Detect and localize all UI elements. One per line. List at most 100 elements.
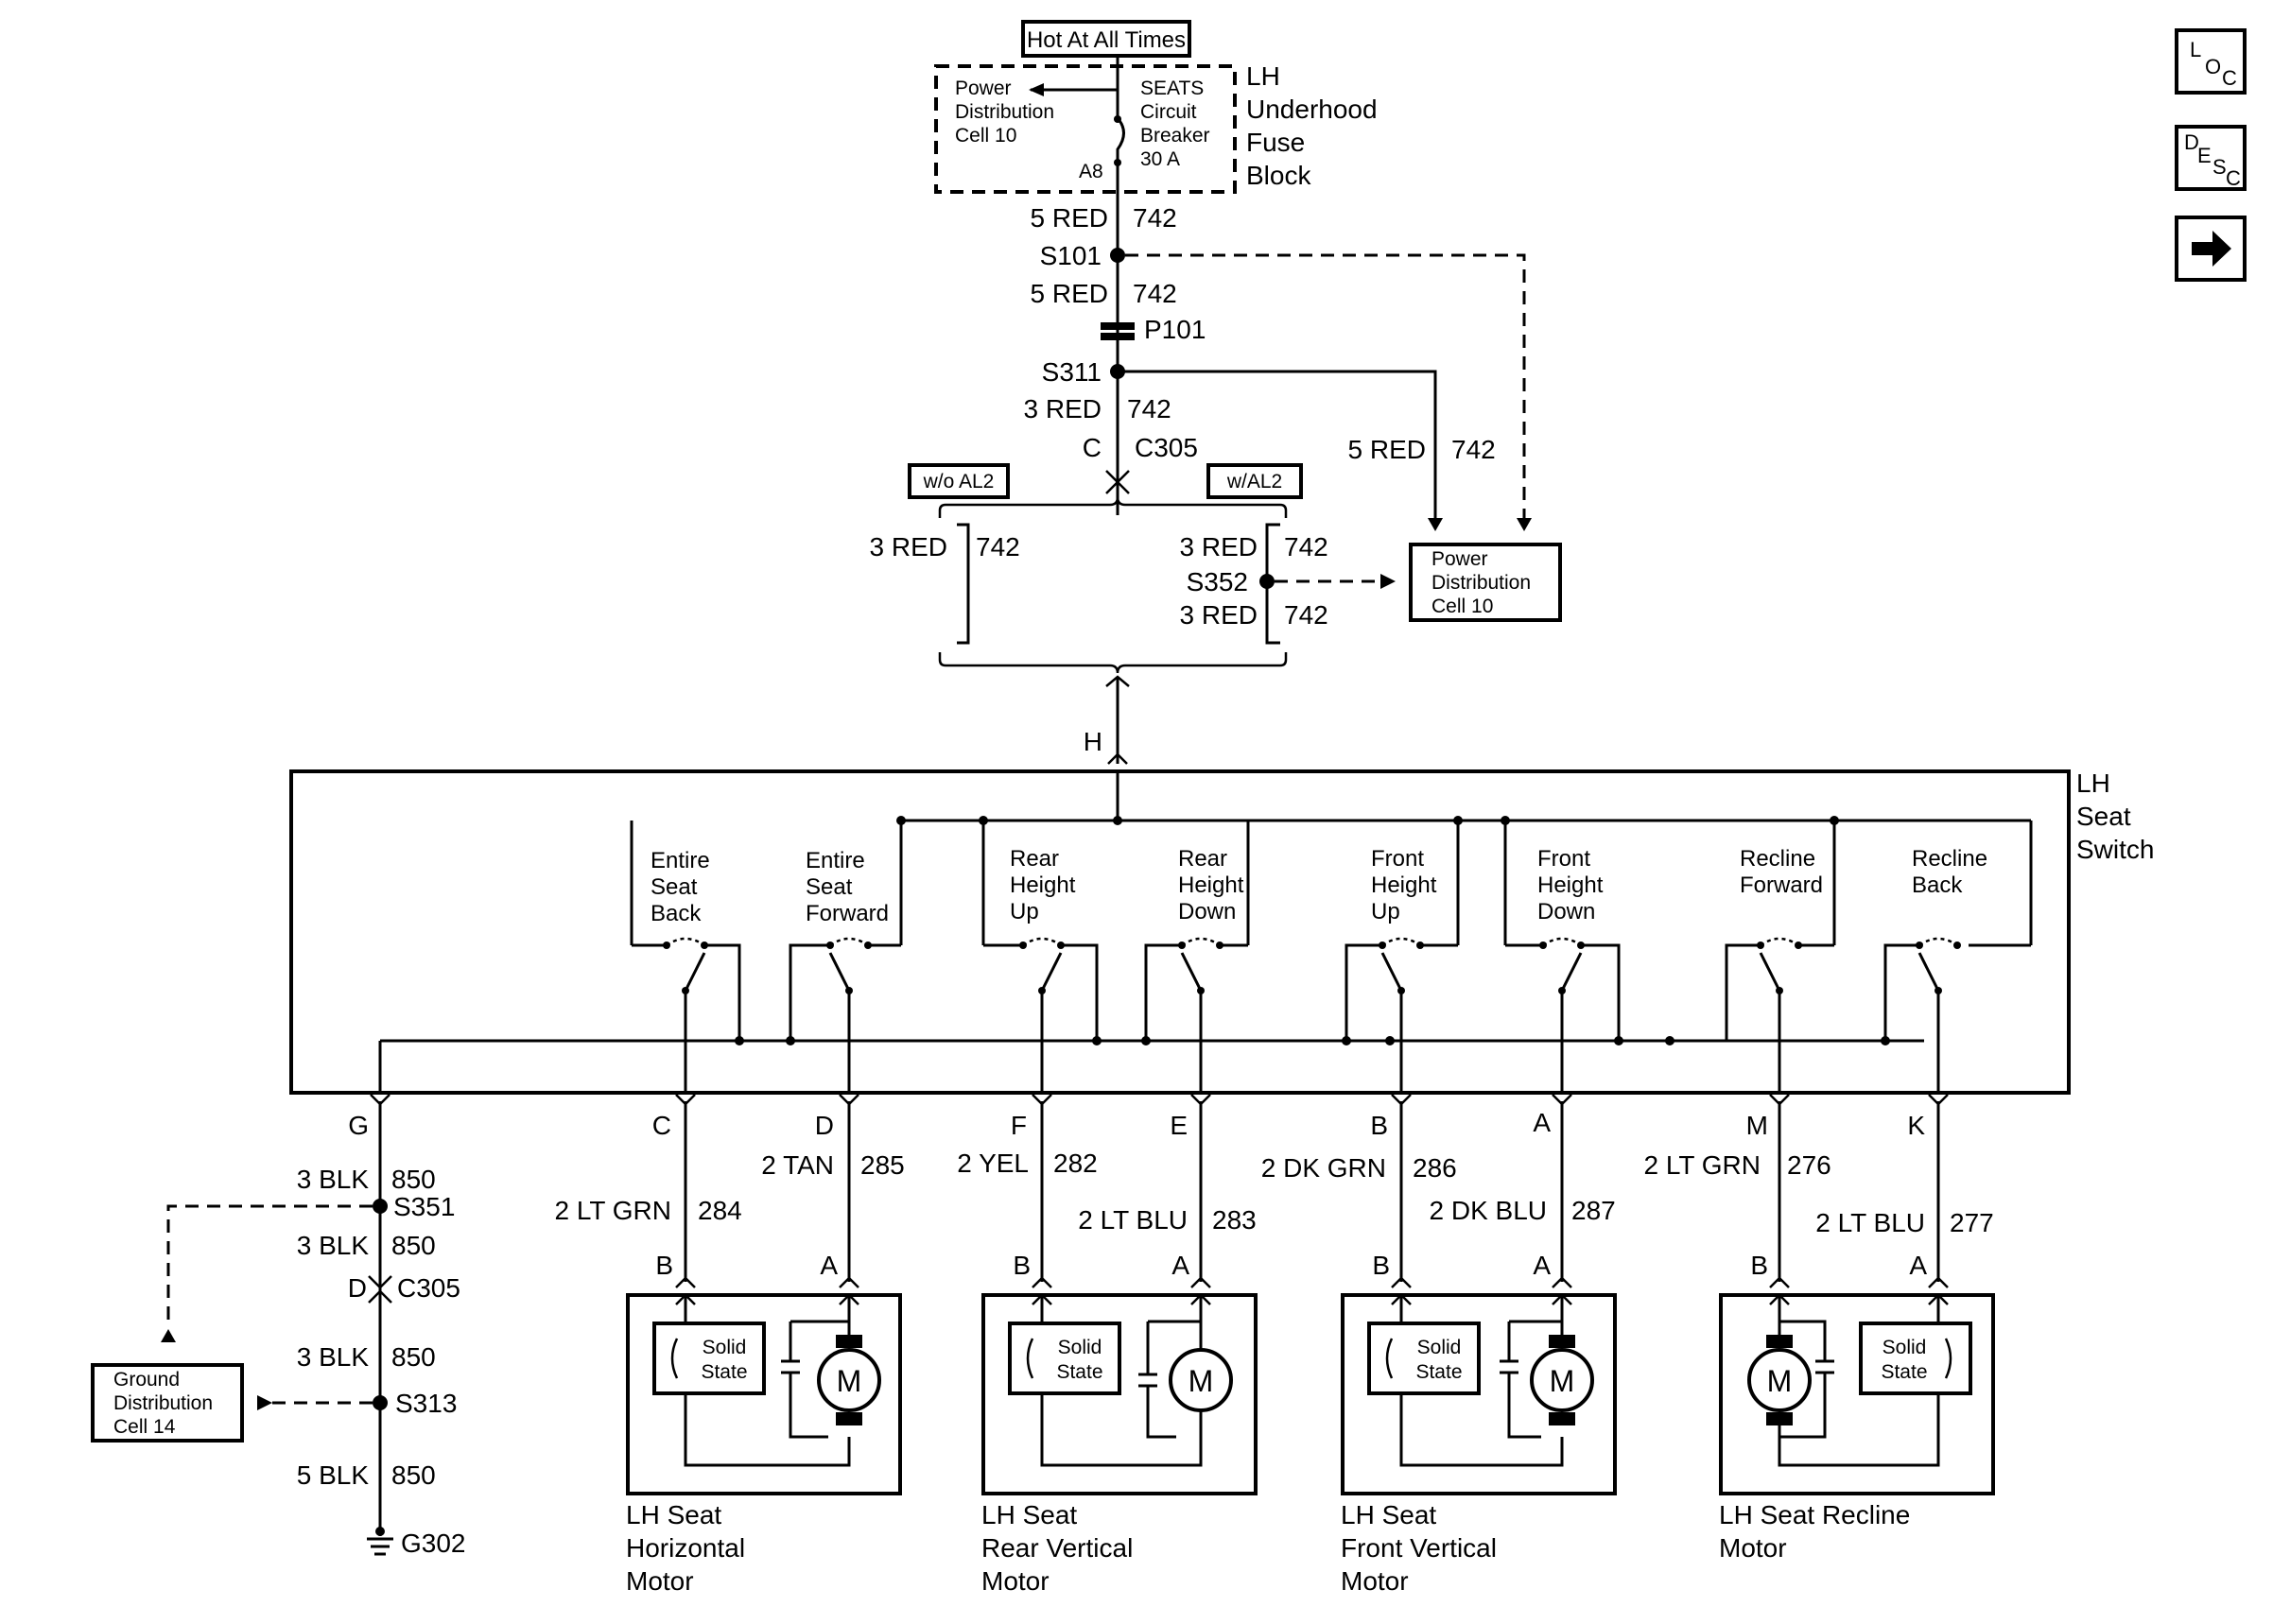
with-al2-label: w/AL2 (1226, 471, 1282, 492)
ground-circuit: G 3 BLK 850 S351 3 BLK 850 D C305 3 BLK … (91, 1094, 466, 1558)
breaker-line1: SEATS (1140, 78, 1204, 99)
feed-wire1-circuit: 742 (1133, 203, 1177, 233)
motor-3-solid-state-box (1367, 1322, 1481, 1395)
motor-wire-4-gauge: 2 LT BLU (1078, 1205, 1188, 1235)
motor-wire-5-motor-pin: B (1372, 1251, 1390, 1280)
switch-pos-2-line3: Forward (806, 901, 889, 926)
motor-horizontal: Solid State M LH Seat Horizontal Motor (626, 1293, 902, 1596)
motor-3-name-3: Motor (1341, 1566, 1409, 1596)
motor-rear-vertical: Solid State M LH Seat Rear Vertical Moto… (981, 1293, 1258, 1596)
motor-1-outline (626, 1293, 902, 1495)
motor-3-solid-label-2: State (1415, 1361, 1462, 1383)
switch-pos-1-line2: Seat (651, 874, 698, 900)
pdc-box: Power Distribution Cell 10 (1409, 543, 1562, 622)
right-wire-bottom-circuit: 742 (1284, 600, 1328, 630)
fuse-block-name-3: Fuse (1246, 128, 1305, 157)
ground-wire3-circuit: 850 (391, 1342, 436, 1372)
motor-wire-3-motor-pin: B (1013, 1251, 1031, 1280)
feed-wire1-gauge: 5 RED (1031, 203, 1108, 233)
switch-pos-4-line2: Height (1178, 872, 1244, 898)
main-feed: 5 RED 742 S101 5 RED 742 P101 S311 3 RED… (1024, 163, 1532, 531)
fuse-pdc-line1: Power (955, 78, 1012, 99)
motor-wire-6-gauge: 2 DK BLU (1430, 1196, 1548, 1225)
motor-wire-2-gauge: 2 TAN (761, 1150, 834, 1180)
motor-4-m-label: M (1767, 1364, 1793, 1398)
motor-wire-8-circuit: 277 (1950, 1208, 1994, 1237)
loc-letter-l: L (2190, 38, 2202, 61)
motor-wire-2-pin: D (815, 1111, 834, 1140)
right-wire-top-gauge: 3 RED (1180, 532, 1258, 561)
left-wire-gauge: 3 RED (870, 532, 947, 561)
motor-3-capacitor-icon (1500, 1359, 1518, 1374)
motor-wire-4-pin: E (1170, 1111, 1188, 1140)
motor-2-capacitor-icon (1138, 1373, 1157, 1388)
without-al2-wire (957, 523, 970, 645)
pdc-arrow-icon (1029, 83, 1044, 96)
motor-recline: M Solid State LH Seat Recline Motor (1719, 1293, 1995, 1563)
motor-wire-1-pin: C (652, 1111, 671, 1140)
motor-3-solid-label-1: Solid (1417, 1337, 1462, 1358)
gdc-cell14-box (91, 1363, 244, 1443)
s311-branch-wire (1118, 370, 1437, 518)
with-al2-box (1206, 463, 1303, 499)
option-brace-bottom (938, 652, 1288, 674)
motor-4-m-icon (1747, 1348, 1812, 1412)
motor-wire-6-pin: A (1533, 1108, 1551, 1137)
motor-1-name-1: LH Seat (626, 1500, 721, 1529)
underhood-fuse-block-outline (934, 64, 1237, 194)
switch-pos-7-line1: Recline (1740, 846, 1815, 872)
motor-1-m-icon (817, 1348, 881, 1412)
loc-button[interactable]: L O C (2175, 28, 2247, 95)
left-wire-circuit: 742 (976, 532, 1020, 561)
ground-symbol-icon (367, 1537, 393, 1556)
desc-letter-d: D (2184, 130, 2199, 154)
switch-pos-1-line3: Back (651, 901, 702, 926)
ground-wire1-circuit: 850 (391, 1165, 436, 1194)
motor-wire-6-circuit: 287 (1571, 1196, 1616, 1225)
motor-front-vertical: Solid State M LH Seat Front Vertical Mot… (1341, 1293, 1617, 1596)
splice-s311-label: S311 (1042, 357, 1102, 387)
switch-pos-3-line2: Height (1010, 872, 1076, 898)
motor-wire-2-circuit: 285 (860, 1150, 905, 1180)
motor-wire-4-circuit: 283 (1212, 1205, 1257, 1235)
connector-p101-icon (1101, 322, 1135, 330)
breaker-line4: 30 A (1140, 148, 1180, 170)
switch-name-3: Switch (2076, 835, 2154, 864)
next-button[interactable] (2175, 216, 2247, 282)
motor-1-solid-label-2: State (701, 1361, 747, 1383)
motor-1-capacitor-icon (781, 1359, 800, 1374)
branch-wire-gauge: 5 RED (1348, 435, 1426, 464)
gdc-box-line2: Distribution (113, 1392, 213, 1414)
fuse-pin-label: A8 (1079, 161, 1103, 182)
without-al2-label: w/o AL2 (923, 471, 995, 492)
feed-wire2-circuit: 742 (1133, 279, 1177, 308)
switch-pos-4-line1: Rear (1178, 846, 1227, 872)
motor-1-name-3: Motor (626, 1566, 694, 1596)
ground-wire2-circuit: 850 (391, 1231, 436, 1260)
switch-contact-8-icon (1883, 937, 1961, 1093)
desc-letter-c: C (2226, 166, 2241, 190)
motor-2-outline (981, 1293, 1258, 1495)
switch-pos-7-line2: Forward (1740, 872, 1823, 898)
splice-s352-icon (1259, 574, 1275, 589)
switch-pos-6-line3: Down (1537, 899, 1595, 924)
fuse-block-name-2: Underhood (1246, 95, 1378, 124)
switch-name-1: LH (2076, 769, 2110, 798)
fuse-block-section: Hot At All Times Power Distribution Cell… (934, 20, 1378, 194)
right-wire-top-circuit: 742 (1284, 532, 1328, 561)
motor-1-solid-state-box (652, 1322, 766, 1395)
switch-contact-3-icon (1019, 937, 1099, 1093)
connector-p101-label: P101 (1144, 315, 1206, 344)
switch-pos-2-line1: Entire (806, 848, 865, 873)
desc-button[interactable]: D E S C (2175, 125, 2247, 191)
splice-s351-label: S351 (393, 1192, 455, 1221)
splice-s101-icon (1110, 248, 1125, 263)
feed-wire3-gauge: 3 RED (1024, 394, 1102, 423)
motor-2-name-1: LH Seat (981, 1500, 1077, 1529)
ground-wire3-gauge: 3 BLK (297, 1342, 370, 1372)
motor-1-name-2: Horizontal (626, 1533, 745, 1563)
switch-pos-4-line3: Down (1178, 899, 1236, 924)
dashed-ref-s101 (1125, 253, 1526, 518)
switch-contact-4-icon (1144, 937, 1223, 1093)
motor-wire-5-gauge: 2 DK GRN (1261, 1153, 1386, 1183)
